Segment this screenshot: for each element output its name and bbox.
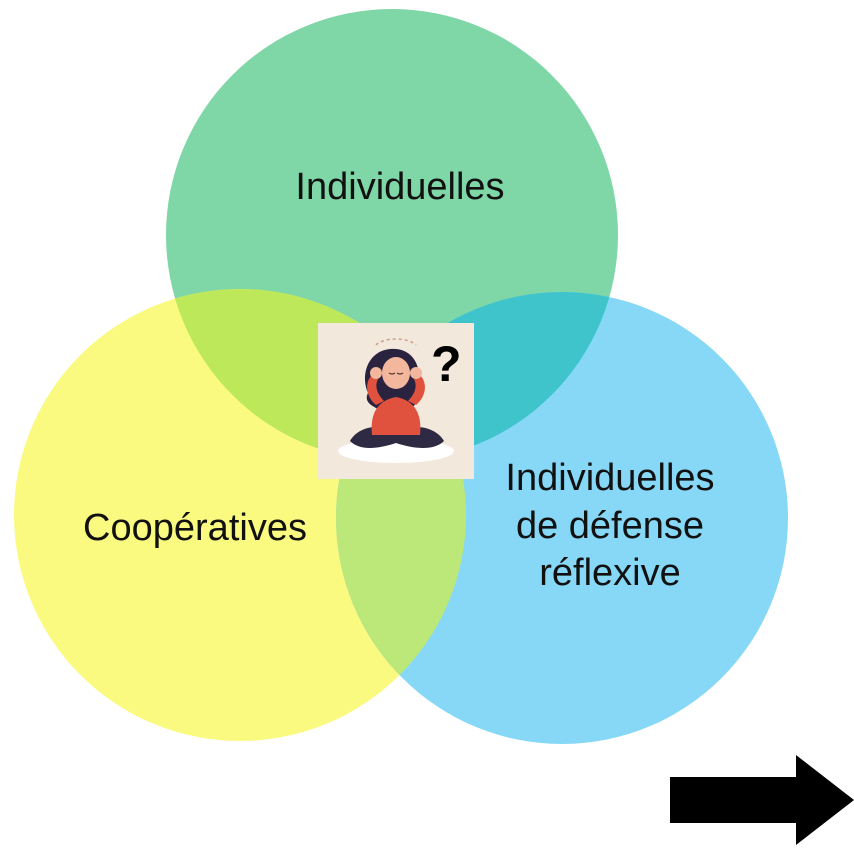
label-right-line-2: de défense — [515, 504, 705, 547]
label-right-line-3: réflexive — [539, 552, 681, 594]
label-cooperatives-text: Coopératives — [83, 507, 307, 549]
question-mark: ? — [431, 336, 462, 392]
label-right-line-1: Individuelles — [505, 457, 715, 499]
label-individuelles: Individuelles — [215, 164, 585, 212]
right-arrow-icon[interactable] — [670, 755, 854, 845]
stressed-woman-meditating-icon: ? — [318, 323, 474, 479]
closed-eyes — [388, 372, 404, 375]
right-arrow-shape[interactable] — [670, 755, 854, 845]
label-defense-reflexive: Individuelles de défense réflexive — [470, 455, 750, 598]
torso — [371, 397, 421, 435]
left-arm — [367, 375, 384, 405]
right-hand — [410, 367, 422, 379]
right-arm — [408, 375, 425, 405]
face — [382, 357, 410, 389]
left-hand — [370, 367, 382, 379]
label-cooperatives: Coopératives — [50, 505, 340, 553]
label-individuelles-text: Individuelles — [295, 166, 505, 208]
